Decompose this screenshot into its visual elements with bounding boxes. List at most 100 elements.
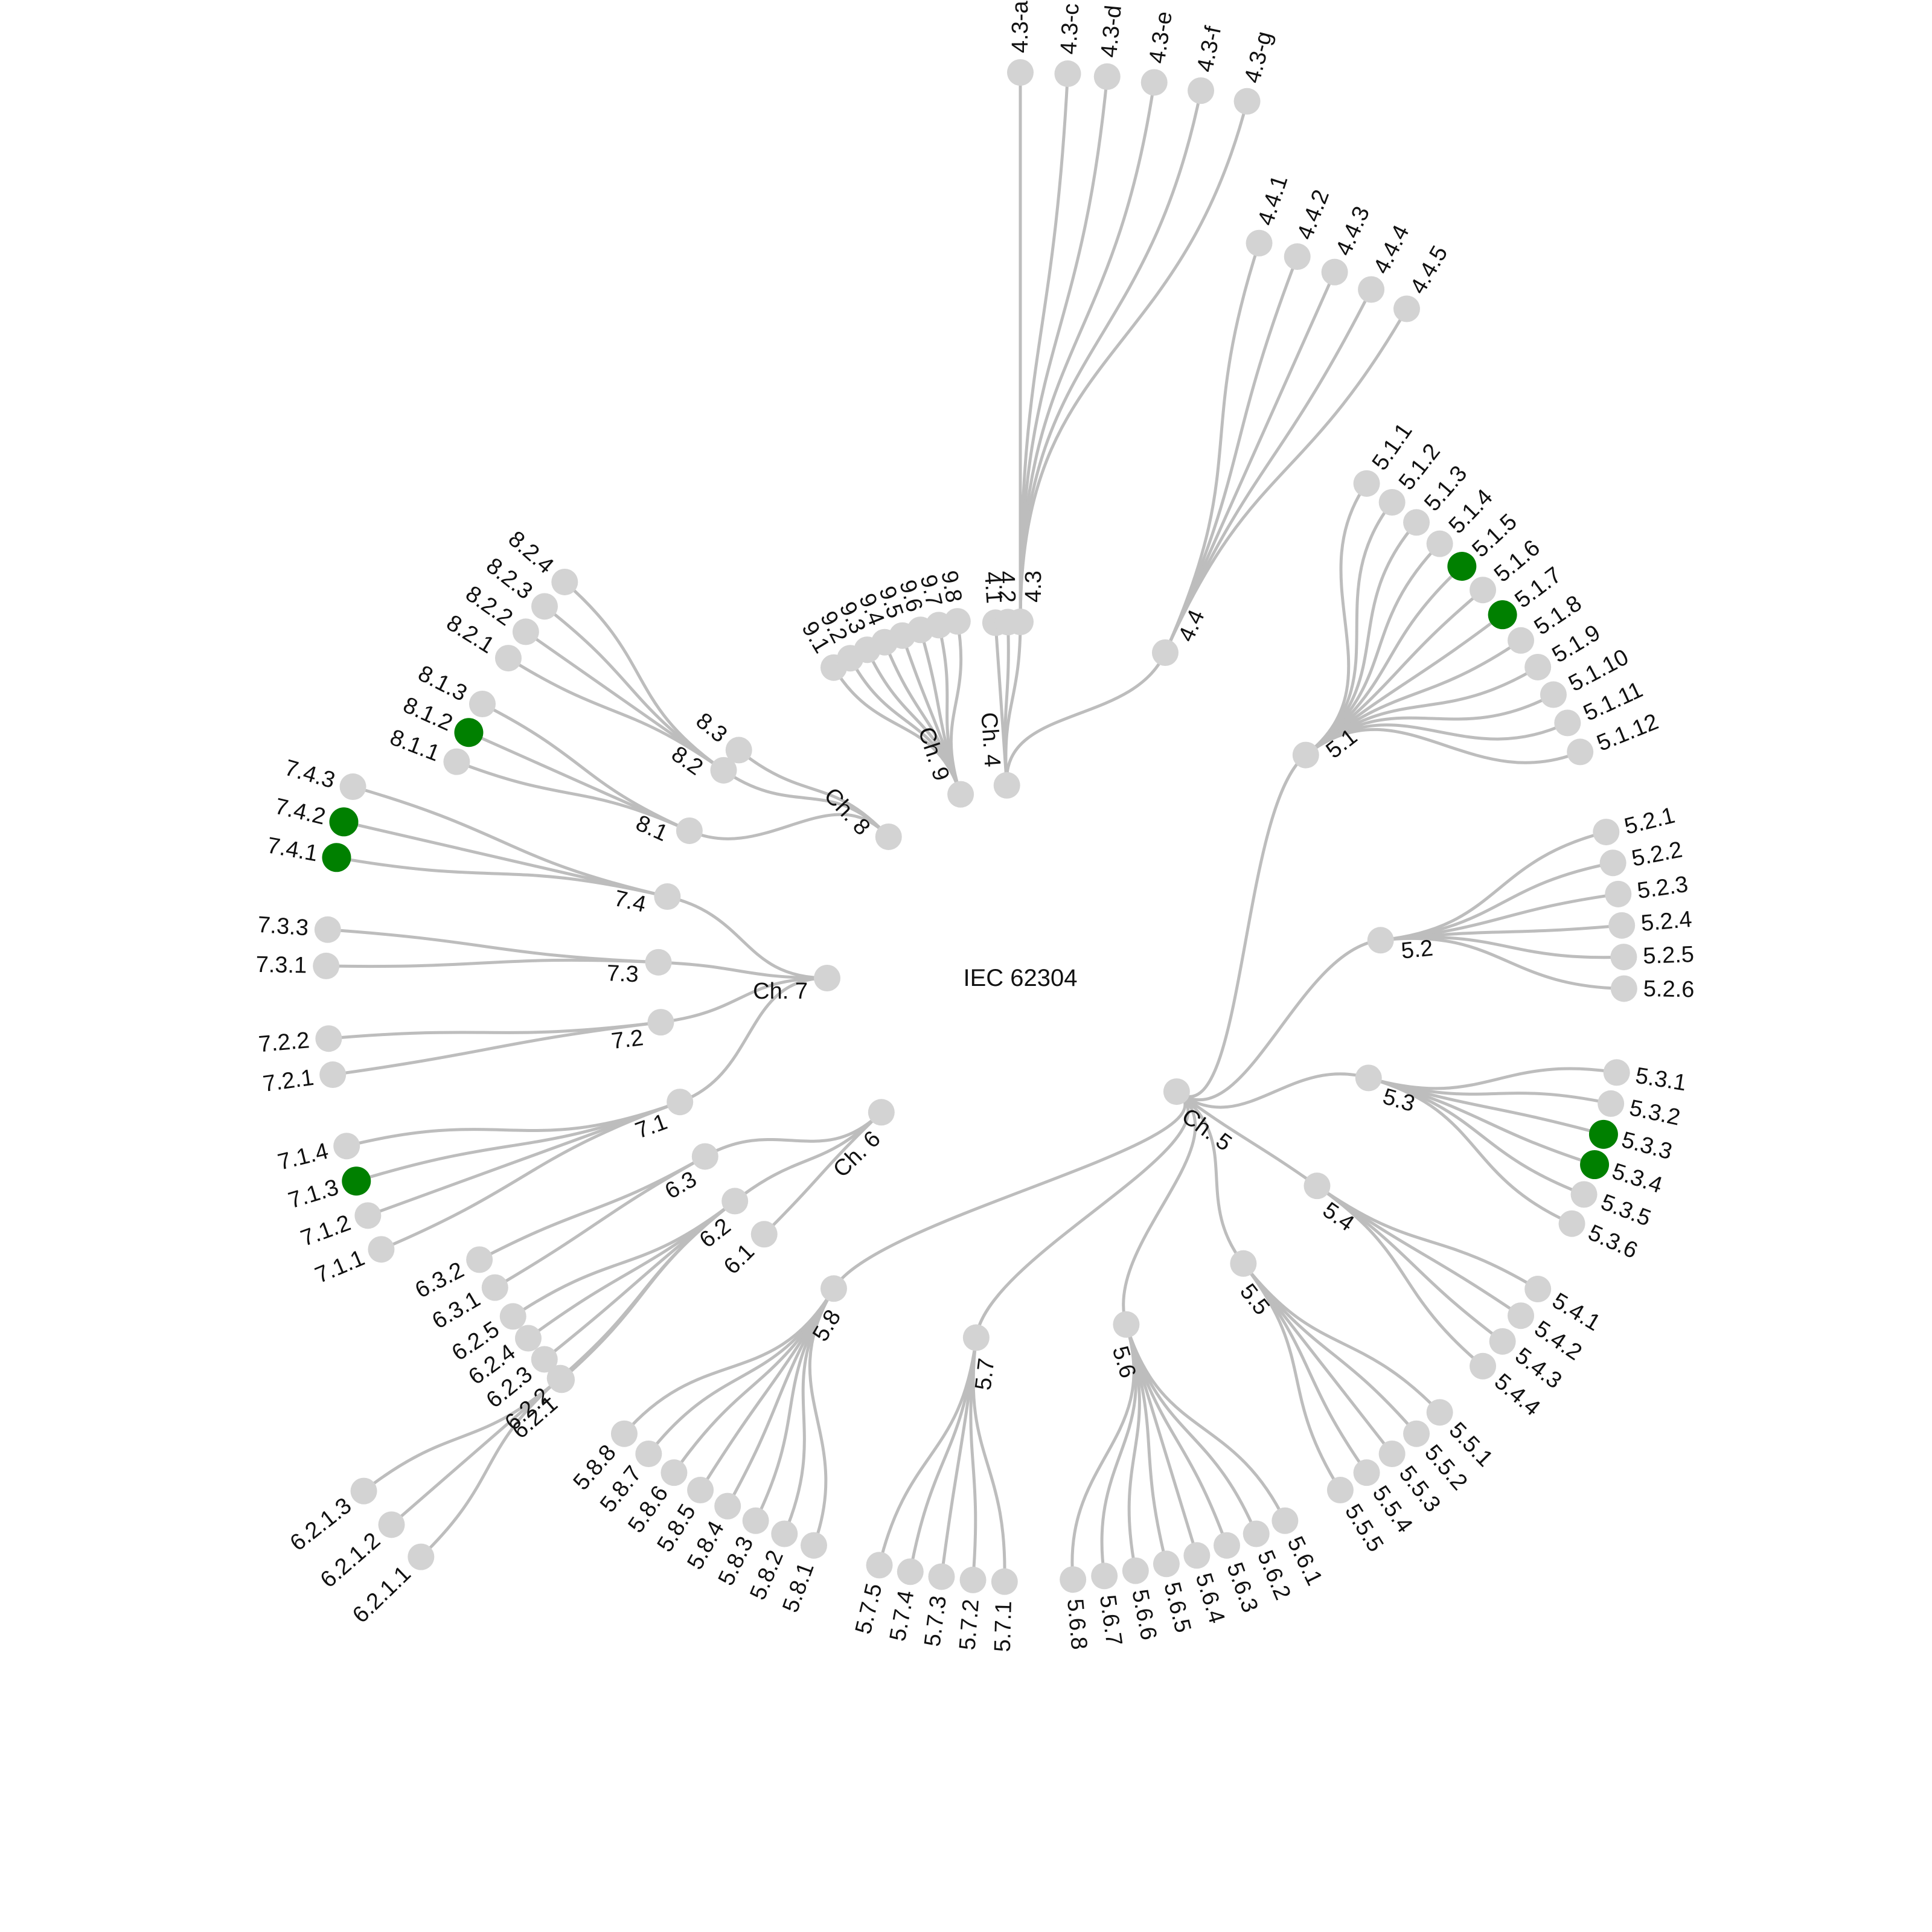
- node-marker[interactable]: [354, 1202, 382, 1229]
- node-marker[interactable]: [991, 1568, 1018, 1595]
- node-marker[interactable]: [339, 773, 366, 801]
- node-marker[interactable]: [947, 781, 974, 808]
- node-marker[interactable]: [1593, 819, 1620, 846]
- node-marker[interactable]: [1554, 709, 1581, 737]
- node-marker[interactable]: [1403, 509, 1430, 536]
- node-marker[interactable]: [1426, 1399, 1453, 1426]
- tree-node[interactable]: 5.6: [1107, 1311, 1141, 1381]
- node-marker[interactable]: [814, 965, 840, 991]
- tree-node[interactable]: 5.7.5: [851, 1552, 893, 1637]
- node-marker[interactable]: [481, 1274, 508, 1301]
- node-marker[interactable]: [714, 1492, 741, 1520]
- node-marker[interactable]: [1353, 1459, 1380, 1486]
- tree-node[interactable]: 7.2.1: [261, 1061, 347, 1097]
- tree-node[interactable]: 7.1.4: [275, 1133, 360, 1176]
- node-marker[interactable]: [1599, 849, 1627, 877]
- node-marker[interactable]: [1355, 1064, 1382, 1092]
- node-marker-highlighted[interactable]: [329, 807, 359, 837]
- node-marker[interactable]: [1508, 1302, 1535, 1329]
- tree-node[interactable]: 7.3.1: [255, 952, 340, 979]
- tree-node[interactable]: 5.6.7: [1091, 1563, 1127, 1648]
- tree-node[interactable]: 5.1.12: [1567, 709, 1662, 766]
- tree-node[interactable]: 7.4.2: [272, 794, 359, 837]
- node-marker[interactable]: [1303, 1172, 1331, 1200]
- tree-node[interactable]: Ch. 6: [828, 1099, 895, 1183]
- node-marker[interactable]: [1122, 1557, 1149, 1584]
- node-marker[interactable]: [378, 1511, 405, 1538]
- node-marker[interactable]: [667, 1089, 694, 1116]
- node-marker[interactable]: [1326, 1477, 1354, 1504]
- tree-node[interactable]: 5.2.6: [1610, 975, 1695, 1002]
- node-marker[interactable]: [1470, 577, 1497, 604]
- node-marker[interactable]: [866, 1552, 893, 1579]
- node-marker[interactable]: [313, 952, 340, 979]
- node-marker[interactable]: [1113, 1311, 1140, 1338]
- node-marker[interactable]: [687, 1477, 714, 1504]
- node-marker[interactable]: [959, 1566, 987, 1593]
- node-marker[interactable]: [1230, 1250, 1257, 1277]
- tree-node[interactable]: 4.3-c: [1054, 3, 1084, 88]
- tree-node[interactable]: 7.4.1: [265, 833, 351, 872]
- tree-node[interactable]: 9.8: [936, 569, 971, 635]
- node-marker[interactable]: [1214, 1532, 1241, 1559]
- node-marker[interactable]: [676, 817, 703, 844]
- node-marker[interactable]: [1605, 880, 1632, 907]
- tree-node[interactable]: 5.7.2: [955, 1566, 987, 1651]
- node-marker[interactable]: [1246, 229, 1273, 257]
- tree-node[interactable]: 8.1: [632, 810, 703, 846]
- node-marker[interactable]: [742, 1507, 769, 1534]
- node-marker[interactable]: [691, 1143, 718, 1170]
- tree-node[interactable]: 7.3: [606, 948, 672, 988]
- node-marker-highlighted[interactable]: [1488, 600, 1517, 630]
- node-marker[interactable]: [1393, 295, 1420, 322]
- node-marker-highlighted[interactable]: [322, 843, 351, 872]
- tree-node[interactable]: 5.3: [1355, 1064, 1418, 1117]
- node-marker[interactable]: [1567, 738, 1594, 766]
- node-marker[interactable]: [1093, 63, 1121, 90]
- node-marker[interactable]: [1060, 1566, 1087, 1593]
- node-marker[interactable]: [1151, 639, 1179, 667]
- node-marker[interactable]: [1163, 1078, 1190, 1105]
- tree-node[interactable]: 6.3.2: [411, 1246, 493, 1303]
- node-marker[interactable]: [1378, 1441, 1406, 1468]
- tree-node[interactable]: Ch. 7: [753, 965, 840, 1004]
- tree-node[interactable]: 4.4.1: [1246, 172, 1293, 257]
- node-marker[interactable]: [1233, 88, 1261, 115]
- tree-node[interactable]: 5.2.4: [1608, 907, 1693, 939]
- tree-node[interactable]: 4.3: [1007, 571, 1046, 635]
- node-marker[interactable]: [1524, 653, 1552, 680]
- node-marker[interactable]: [1558, 1210, 1585, 1237]
- node-marker-highlighted[interactable]: [454, 718, 484, 747]
- tree-node[interactable]: 7.2.2: [257, 1025, 342, 1057]
- node-marker[interactable]: [1378, 488, 1406, 516]
- node-marker[interactable]: [771, 1520, 798, 1547]
- node-marker[interactable]: [1271, 1507, 1299, 1534]
- node-marker[interactable]: [725, 737, 752, 764]
- node-marker[interactable]: [928, 1563, 955, 1590]
- node-marker[interactable]: [635, 1441, 662, 1468]
- node-marker[interactable]: [1426, 530, 1453, 557]
- node-marker[interactable]: [645, 948, 672, 976]
- node-marker[interactable]: [1570, 1181, 1598, 1208]
- tree-node[interactable]: 7.4.3: [282, 755, 366, 801]
- node-marker[interactable]: [368, 1236, 395, 1263]
- node-marker[interactable]: [654, 883, 681, 910]
- node-marker[interactable]: [610, 1420, 638, 1447]
- node-marker[interactable]: [1140, 69, 1168, 96]
- node-marker[interactable]: [1007, 609, 1034, 635]
- tree-node[interactable]: 4.3-g: [1233, 29, 1278, 115]
- node-marker[interactable]: [750, 1221, 778, 1248]
- tree-node[interactable]: 4.3-d: [1093, 4, 1127, 90]
- tree-node[interactable]: 5.3.1: [1603, 1059, 1688, 1096]
- node-marker[interactable]: [800, 1532, 827, 1559]
- node-marker[interactable]: [1608, 912, 1636, 939]
- node-marker[interactable]: [1403, 1420, 1430, 1447]
- tree-node[interactable]: 4.4.4: [1358, 221, 1415, 303]
- node-marker[interactable]: [1610, 944, 1637, 971]
- node-marker[interactable]: [333, 1133, 360, 1160]
- node-marker[interactable]: [443, 748, 470, 775]
- node-marker[interactable]: [1353, 470, 1380, 497]
- node-marker[interactable]: [1598, 1090, 1625, 1117]
- tree-node[interactable]: 4.4.3: [1321, 203, 1375, 286]
- tree-node[interactable]: 5.8: [808, 1275, 847, 1346]
